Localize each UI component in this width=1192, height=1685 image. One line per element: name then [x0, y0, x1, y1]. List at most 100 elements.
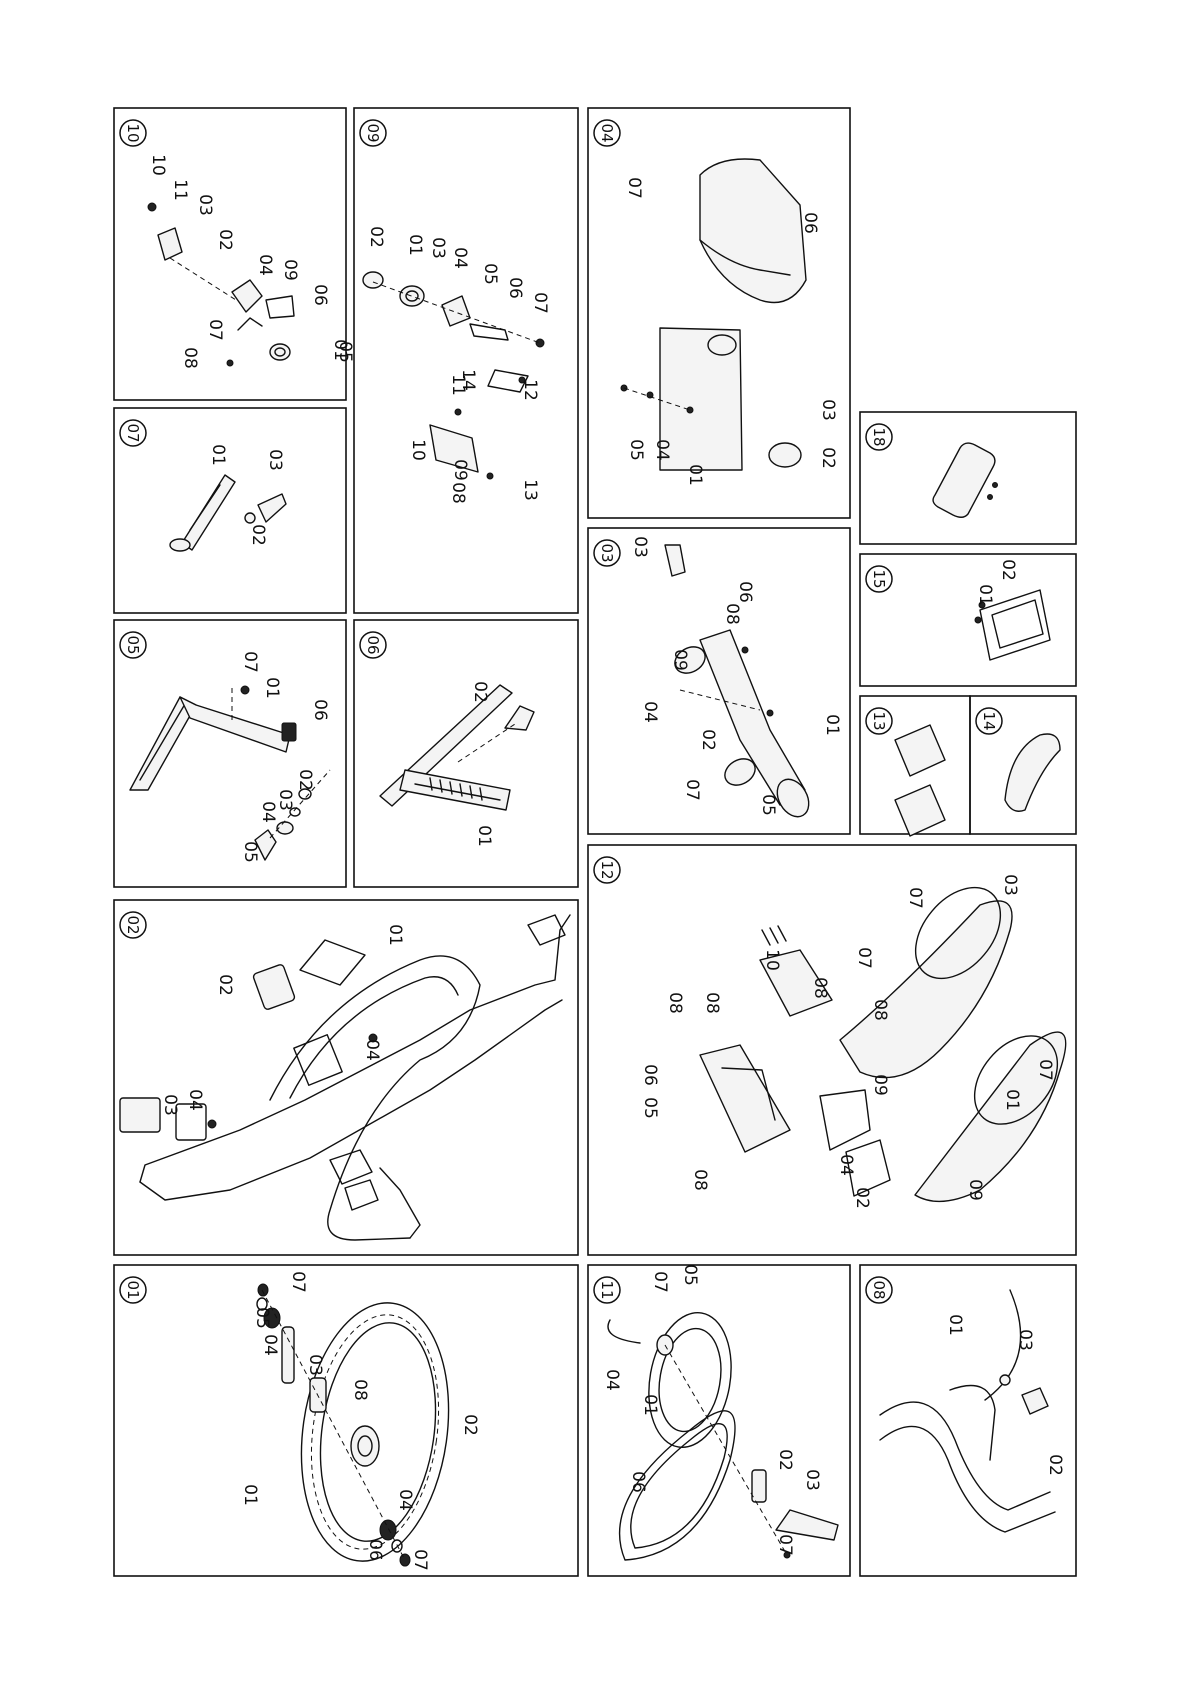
part-callout: 03	[160, 1094, 180, 1116]
panel-number-badge: 06	[359, 631, 387, 659]
part-callout: 09	[450, 459, 470, 481]
part-callout: 03	[195, 194, 215, 216]
part-callout: 05	[640, 1097, 660, 1119]
panel-number-circle	[119, 419, 147, 447]
panel-number-badge: 01	[119, 1276, 147, 1304]
part-callout: 03	[275, 789, 295, 811]
panel-number-circle	[865, 1276, 893, 1304]
part-callout: 07	[905, 887, 925, 909]
part-callout: 01	[262, 677, 282, 699]
panel-number: 13	[870, 711, 888, 730]
panel-01-artwork	[256, 1283, 450, 1567]
part-callout: 09	[965, 1179, 985, 1201]
panel-10-artwork	[147, 202, 295, 367]
part-callout: 03	[818, 399, 838, 421]
panel-number: 07	[124, 423, 142, 442]
part-callout: 07	[682, 779, 702, 801]
panel-number-badge: 11	[593, 1276, 621, 1304]
part-callout: 10	[148, 154, 168, 176]
panel-09-frame	[353, 107, 579, 614]
part-callout: 05	[758, 794, 778, 816]
part-callout: 06	[735, 581, 755, 603]
part-callout: 06	[628, 1471, 648, 1493]
part-callout: 08	[448, 482, 468, 504]
part-callout: 09	[670, 649, 690, 671]
panel-07-frame	[113, 407, 347, 614]
panel-number-badge: 09	[359, 119, 387, 147]
part-callout: 06	[640, 1064, 660, 1086]
panel-number-badge: 14	[975, 707, 1003, 735]
panel-number-circle	[359, 631, 387, 659]
panel-08-artwork	[879, 1289, 1056, 1533]
panel-09-artwork	[362, 271, 545, 480]
panel-number: 01	[124, 1280, 142, 1299]
panel-18-frame	[859, 411, 1077, 545]
part-callout: 07	[854, 947, 874, 969]
part-callout: 08	[810, 977, 830, 999]
panel-number-badge: 12	[593, 856, 621, 884]
part-callout: 05	[680, 1264, 700, 1286]
part-callout: 04	[395, 1489, 415, 1511]
panel-05-artwork	[129, 685, 331, 861]
part-callout: 03	[305, 1354, 325, 1376]
part-callout: 11	[170, 179, 190, 201]
part-callout: 03	[630, 536, 650, 558]
panel-number: 11	[598, 1280, 616, 1299]
part-callout: 01	[208, 444, 228, 466]
part-callout: 09	[280, 259, 300, 281]
panel-number: 14	[980, 711, 998, 730]
part-callout: 02	[698, 729, 718, 751]
panel-number-badge: 03	[593, 539, 621, 567]
panel-number: 06	[364, 635, 382, 654]
part-callout: 01	[240, 1484, 260, 1506]
part-callout: 01	[474, 825, 494, 847]
part-callout: 01	[330, 339, 350, 361]
part-callout: 05	[252, 1307, 272, 1329]
panel-14-frame	[969, 695, 1077, 835]
part-callout: 03	[1015, 1329, 1035, 1351]
part-callout: 04	[602, 1369, 622, 1391]
part-callout: 06	[310, 284, 330, 306]
panel-02-frame	[113, 899, 579, 1256]
part-callout: 01	[685, 464, 705, 486]
panel-number-circle	[359, 119, 387, 147]
panel-number-circle	[119, 911, 147, 939]
panel-number-circle	[593, 856, 621, 884]
panel-number-badge: 18	[865, 423, 893, 451]
part-callout: 02	[215, 229, 235, 251]
panel-number: 10	[124, 123, 142, 142]
part-callout: 11	[448, 374, 468, 396]
part-callout: 01	[975, 584, 995, 606]
panel-12-artwork	[699, 886, 1067, 1203]
part-callout: 03	[428, 237, 448, 259]
part-callout: 08	[665, 992, 685, 1014]
part-callout: 13	[520, 479, 540, 501]
panel-number-circle	[865, 565, 893, 593]
part-callout: 01	[385, 924, 405, 946]
part-callout: 05	[480, 263, 500, 285]
panel-04-frame	[587, 107, 851, 519]
panel-number-circle	[593, 119, 621, 147]
part-callout: 07	[205, 319, 225, 341]
part-callout: 06	[800, 212, 820, 234]
panel-15-frame	[859, 553, 1077, 687]
panel-number: 12	[598, 860, 616, 879]
part-callout: 08	[702, 992, 722, 1014]
part-callout: 02	[818, 447, 838, 469]
panel-number-circle	[865, 707, 893, 735]
panel-number-badge: 02	[119, 911, 147, 939]
part-callout: 10	[762, 949, 782, 971]
panel-number-badge: 04	[593, 119, 621, 147]
panel-03-frame	[587, 527, 851, 835]
part-callout: 05	[240, 841, 260, 863]
part-callout: 03	[1000, 874, 1020, 896]
panel-18-artwork	[932, 442, 998, 518]
part-callout: 04	[640, 701, 660, 723]
part-callout: 02	[775, 1449, 795, 1471]
part-callout: 02	[215, 974, 235, 996]
panel-12-frame	[587, 844, 1077, 1256]
part-callout: 07	[650, 1271, 670, 1293]
part-callout: 14	[458, 369, 478, 391]
part-callout: 07	[288, 1271, 308, 1293]
